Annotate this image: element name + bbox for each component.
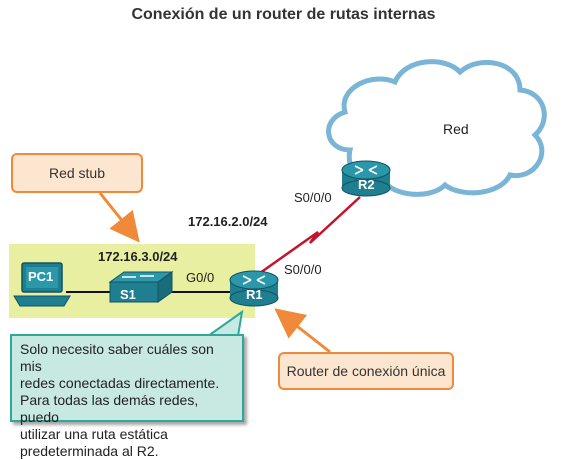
note-line: utilizar una ruta estática <box>20 426 168 442</box>
cloud-shape <box>326 59 547 197</box>
diagram-title: Conexión de un router de rutas internas <box>131 6 436 23</box>
switch-label: S1 <box>120 287 136 302</box>
r1-lan-interface-label: G0/0 <box>186 270 215 285</box>
note-line: redes conectadas directamente. <box>20 375 220 391</box>
lan-network-label: 172.16.3.0/24 <box>98 249 178 264</box>
note-pointer <box>204 309 244 337</box>
pc-label: PC1 <box>28 269 54 284</box>
single-router-callout: Router de conexión única <box>278 352 454 390</box>
note-line: Solo necesito saber cuáles son mis <box>20 341 214 374</box>
stub-network-callout: Red stub <box>11 153 143 193</box>
cloud-label: Red <box>443 121 469 137</box>
single-router-callout-text: Router de conexión única <box>286 363 446 379</box>
router-callout-arrow <box>274 308 331 354</box>
serial-link <box>259 196 361 275</box>
router-r2-icon <box>341 160 391 197</box>
r2-serial-interface-label: S0/0/0 <box>294 190 332 205</box>
wan-network-label: 172.16.2.0/24 <box>188 214 268 229</box>
stub-callout-arrow <box>98 192 140 243</box>
note-line: Para todas las demás redes, puedo <box>20 392 199 425</box>
note-line: predeterminada al R2. <box>20 443 159 459</box>
pc-icon <box>13 262 71 307</box>
router-r1-label: R1 <box>246 287 263 302</box>
r1-serial-interface-label: S0/0/0 <box>284 262 322 277</box>
diagram-canvas <box>13 59 547 354</box>
router-r1-icon <box>229 270 279 307</box>
switch-icon <box>108 271 174 303</box>
stub-network-callout-text: Red stub <box>48 165 106 181</box>
r1-thought-note: Solo necesito saber cuáles son mis redes… <box>10 334 244 459</box>
router-r2-label: R2 <box>358 177 375 192</box>
